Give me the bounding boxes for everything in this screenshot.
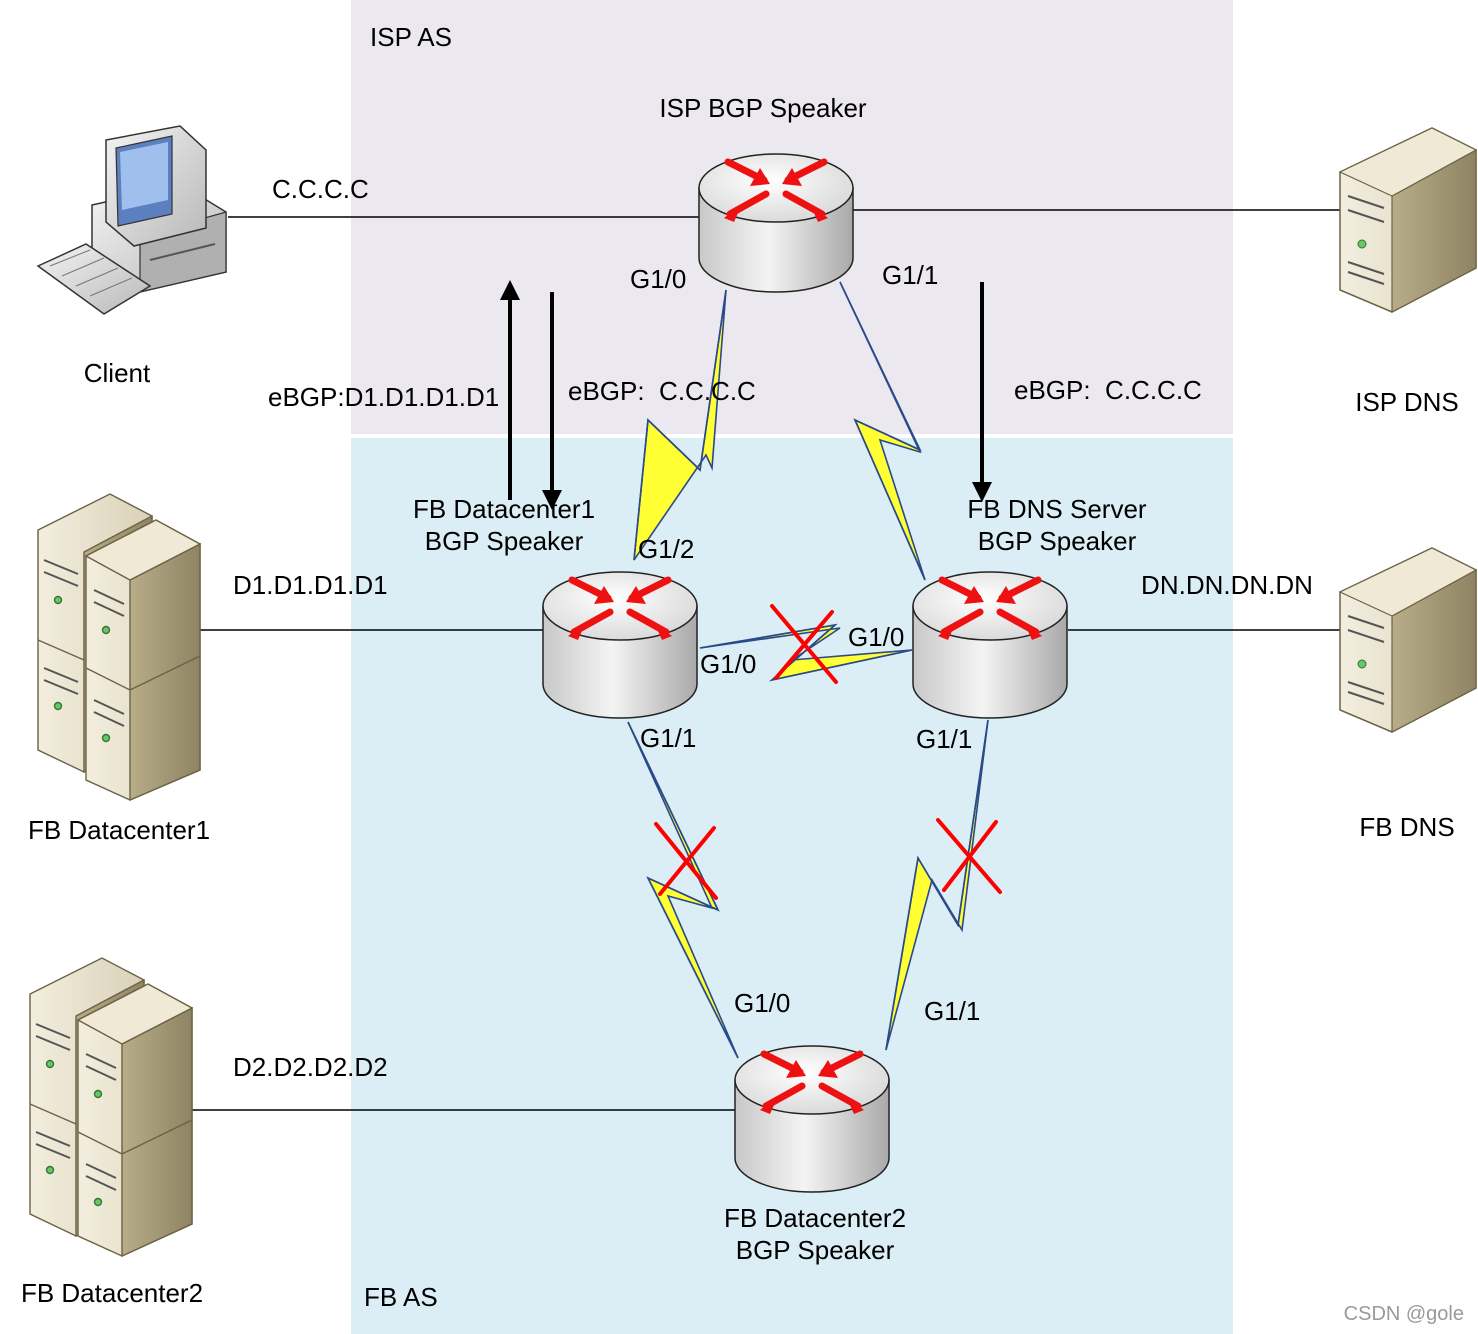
ebgp-c-left-label: eBGP: C.C.C.C bbox=[568, 376, 756, 406]
router-fbdc2 bbox=[734, 1045, 890, 1193]
ebgp-d1-label: eBGP:D1.D1.D1.D1 bbox=[268, 382, 499, 412]
router-fbdc1-label-line2: BGP Speaker bbox=[425, 526, 584, 556]
fb-dc2-address: D2.D2.D2.D2 bbox=[233, 1052, 388, 1082]
failure-mark-dc1-dc2 bbox=[654, 822, 718, 900]
iface-dc1-g11: G1/1 bbox=[640, 723, 696, 753]
fb-as-title: FB AS bbox=[364, 1282, 438, 1312]
router-fbdc1-label-line1: FB Datacenter1 bbox=[413, 494, 595, 524]
router-fbdns-label-line1: FB DNS Server bbox=[967, 494, 1146, 524]
router-fbdc1 bbox=[542, 571, 698, 719]
fb-dc2-label: FB Datacenter2 bbox=[21, 1278, 203, 1308]
isp-dns-label: ISP DNS bbox=[1355, 387, 1459, 417]
fb-datacenter1-servers-icon bbox=[37, 493, 202, 802]
watermark: CSDN @gole bbox=[1344, 1303, 1464, 1325]
router-fbdns-label-line2: BGP Speaker bbox=[978, 526, 1137, 556]
isp-as-title: ISP AS bbox=[370, 22, 452, 52]
fb-dc1-label: FB Datacenter1 bbox=[28, 815, 210, 845]
fb-dns-server-icon bbox=[1338, 547, 1478, 733]
iface-isp-g10: G1/0 bbox=[630, 264, 686, 294]
iface-dns-g10: G1/0 bbox=[848, 622, 904, 652]
fb-dc1-address: D1.D1.D1.D1 bbox=[233, 570, 388, 600]
iface-dns-g11: G1/1 bbox=[916, 724, 972, 754]
iface-dc1-g12: G1/2 bbox=[638, 534, 694, 564]
fb-as-zone bbox=[351, 438, 1233, 1334]
ebgp-c-right-label: eBGP: C.C.C.C bbox=[1014, 375, 1202, 405]
router-fbdc2-label-line1: FB Datacenter2 bbox=[724, 1203, 906, 1233]
router-isp bbox=[698, 153, 854, 293]
failure-mark-dns-dc2 bbox=[936, 818, 1002, 894]
client-address: C.C.C.C bbox=[272, 174, 369, 204]
failure-mark-dc1-dns bbox=[770, 604, 838, 684]
fb-dns-label: FB DNS bbox=[1359, 812, 1454, 842]
iface-dc2-g10: G1/0 bbox=[734, 988, 790, 1018]
iface-isp-g11: G1/1 bbox=[882, 260, 938, 290]
iface-dc2-g11: G1/1 bbox=[924, 996, 980, 1026]
router-fbdns bbox=[912, 571, 1068, 719]
isp-dns-server-icon bbox=[1338, 127, 1478, 313]
fb-dns-address: DN.DN.DN.DN bbox=[1141, 570, 1313, 600]
router-fbdc2-label-line2: BGP Speaker bbox=[736, 1235, 895, 1265]
fb-datacenter2-servers-icon bbox=[29, 957, 194, 1258]
router-isp-label: ISP BGP Speaker bbox=[659, 93, 867, 123]
client-computer-icon bbox=[36, 125, 227, 315]
client-label: Client bbox=[84, 358, 151, 388]
iface-dc1-g10: G1/0 bbox=[700, 649, 756, 679]
